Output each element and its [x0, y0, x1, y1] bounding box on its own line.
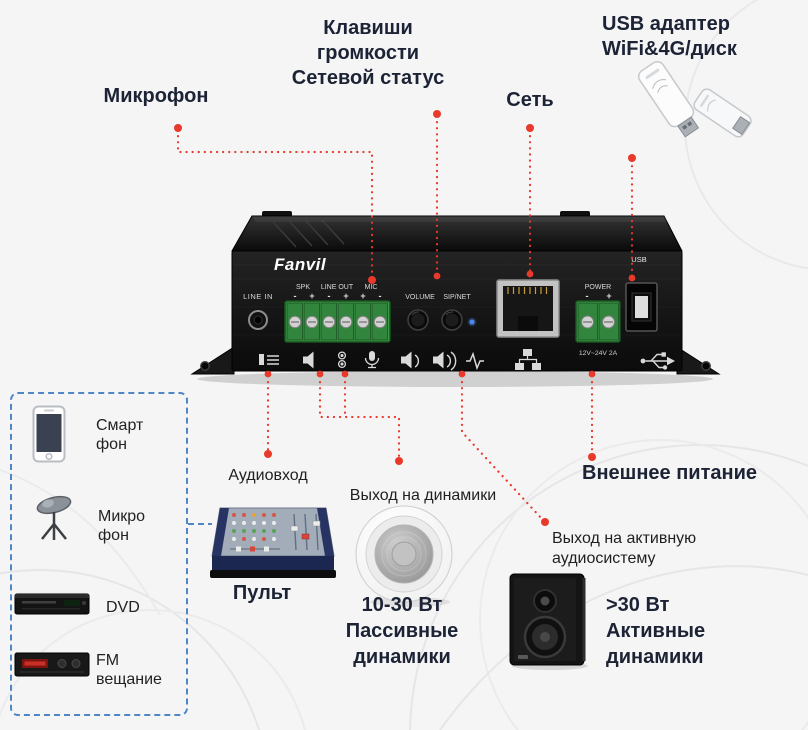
ceiling-speaker-image	[355, 505, 453, 607]
sip-net-label: SIP/NET	[443, 294, 471, 301]
speaker-icon	[303, 351, 314, 369]
desk-microphone-icon	[36, 495, 72, 540]
brand-logo: Fanvil	[274, 255, 327, 274]
svg-text:+: +	[309, 291, 314, 301]
source-label-fm: FM вещание	[96, 652, 162, 688]
dual-speaker-zones-icon	[337, 351, 347, 369]
line-in-icon	[259, 354, 279, 365]
callout-volume-network: Клавиши громкости Сетевой статус	[282, 16, 454, 91]
callout-active-audio-output: Выход на активную аудиосистему	[552, 530, 697, 567]
svg-text:+: +	[360, 291, 365, 301]
volume-label: VOLUME	[405, 294, 435, 301]
dvd-player-icon	[14, 593, 90, 615]
callout-network-status: Сетевой статус	[291, 67, 445, 89]
source-label-microphone: Микрофон	[98, 508, 146, 544]
svg-text:-: -	[328, 291, 331, 301]
callout-mixer: Пульт	[232, 582, 292, 604]
spk-label: SPK	[296, 284, 310, 291]
active-speakers-name: Активные динамики	[606, 620, 706, 668]
passive-speakers-name: Пассивные динамики	[345, 620, 459, 668]
usb-port-label: USB	[631, 255, 646, 264]
callout-speaker-output: Выход на динамики	[349, 487, 497, 504]
ethernet-port	[496, 279, 560, 338]
callout-usb-adapter: USB адаптер WiFi&4G/диск	[602, 13, 737, 60]
line-in-label: LINE IN	[243, 292, 273, 301]
callout-passive-speakers: 10-30 Вт Пассивные динамики	[336, 592, 468, 670]
paging-gateway-device: Fanvil LINE IN SPK LINE OUT MIC - + - + …	[190, 211, 721, 387]
sip-net-button	[441, 309, 463, 331]
fm-radio-icon	[14, 652, 90, 677]
usb-dongle-large	[637, 60, 700, 138]
source-label-smartphone: Смартфон	[96, 417, 144, 453]
line-in-jack	[248, 310, 268, 330]
mounting-ear-right	[676, 346, 721, 375]
mounting-ear-left	[190, 346, 235, 375]
mixing-console-image	[210, 507, 336, 578]
passive-speakers-power: 10-30 Вт	[361, 594, 443, 616]
usb-trident-icon	[640, 352, 675, 370]
active-speaker-image	[509, 573, 588, 670]
usb-dongle-images	[637, 60, 752, 138]
smartphone-icon	[32, 405, 66, 463]
svg-text:-: -	[586, 291, 589, 301]
status-led	[467, 317, 477, 327]
waveform-icon	[466, 351, 484, 371]
svg-text:-: -	[294, 291, 297, 301]
mic-label: MIC	[365, 284, 378, 291]
callout-external-power: Внешнее питание	[582, 462, 757, 484]
active-speakers-power: >30 Вт	[606, 594, 670, 616]
line-out-label: LINE OUT	[321, 284, 354, 291]
svg-text:+: +	[343, 291, 348, 301]
power-rating-label: 12V~24V 2A	[579, 350, 618, 357]
callout-audio-input: Аудиовход	[228, 467, 308, 484]
svg-text:-: -	[379, 291, 382, 301]
volume-button	[407, 309, 429, 331]
svg-text:+: +	[606, 291, 611, 301]
usb-dongle-small	[693, 88, 752, 138]
callout-volume-keys: Клавиши громкости	[316, 17, 420, 64]
power-polarity-marks: - +	[586, 291, 612, 301]
callout-microphone: Микрофон	[103, 85, 209, 107]
power-terminal-block	[575, 300, 621, 343]
panel-icons	[259, 349, 675, 371]
microphone-panel-icon	[364, 351, 380, 369]
usb-port	[625, 282, 658, 332]
source-label-dvd: DVD	[106, 599, 140, 616]
device-shadow	[197, 371, 713, 387]
audio-terminal-block	[284, 300, 391, 343]
power-label: POWER	[585, 284, 611, 291]
callout-network: Сеть	[506, 89, 554, 111]
mixer-knobs	[232, 513, 276, 541]
speaker-low-icon	[401, 351, 420, 369]
mixer-faders	[230, 513, 321, 552]
callout-active-speakers: >30 Вт Активные динамики	[606, 592, 736, 670]
speaker-loud-icon	[433, 351, 457, 371]
terminal-polarity-marks: - + - + + -	[294, 291, 382, 301]
audio-sources-box: Смартфон Микрофон DVD FM вещание	[10, 392, 188, 716]
network-icon	[515, 349, 541, 370]
